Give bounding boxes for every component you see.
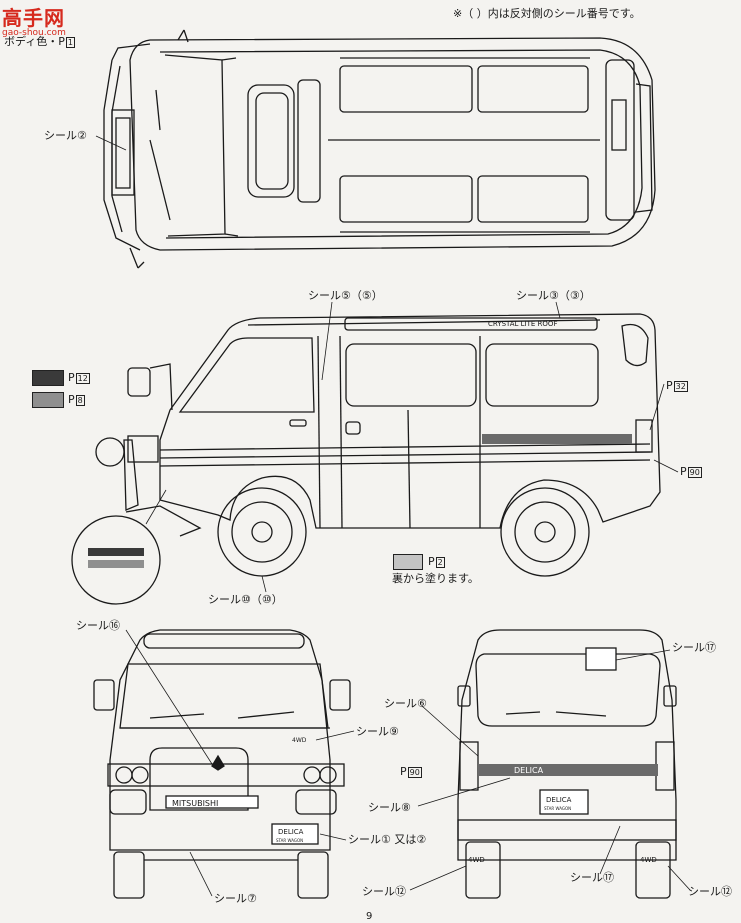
paint-prefix: P [400,765,407,778]
rear-seal-12-left: シール⑫ [362,885,406,898]
legend-swatch-12 [32,370,64,386]
rear-seal-6: シール⑥ [384,697,427,710]
body-color-text: ボディ色・P [4,35,65,48]
rear-mudflap-left: 4WD [468,856,485,864]
rear-plate-sub: STAR WAGON [544,806,571,811]
inner-paint-swatch [393,554,423,570]
watermark-subtext: gao-shou.com [2,28,66,38]
rear-seal-8: シール⑧ [368,801,411,814]
body-color-code: 1 [65,36,75,48]
rear-stripe-text: DELICA [514,766,544,775]
legend-code: 12 [75,372,90,384]
roof-text: CRYSTAL LITE ROOF [488,320,557,328]
header-note: ※（ ）内は反対側のシール番号です。 [453,7,641,20]
paint-prefix: P [428,555,435,568]
rear-mudflap-right: 4WD [640,856,657,864]
side-seal-top-right: シール③（③） [516,289,591,302]
legend-prefix: P [68,393,75,406]
page-number: 9 [366,911,373,922]
paint-code: 90 [687,466,702,478]
front-brand-text: MITSUBISHI [172,799,218,808]
front-seal-bottom: シール⑦ [214,892,257,905]
front-seal-right: シール⑨ [356,725,399,738]
front-seal-plate: シール① 又は② [348,833,427,846]
front-plate-sub: STAR WAGON [276,838,303,843]
side-seal-top-left: シール⑤（⑤） [308,289,383,302]
rear-seal-top-right: シール⑰ [672,641,716,654]
legend-code: 8 [75,394,85,406]
paint-prefix: P [666,379,673,392]
side-seal-wheel: シール⑩（⑩） [208,593,283,606]
rear-plate-text: DELICA [546,796,572,804]
front-4wd-badge: 4WD [292,737,307,744]
top-view-seal-label: シール② [44,129,87,142]
front-seal-top: シール⑯ [76,619,120,632]
paint-code: 2 [435,556,445,568]
paint-code: 32 [673,380,688,392]
rear-seal-17-bottom: シール⑰ [570,871,614,884]
watermark-text: 高手网 [2,6,65,30]
watermark-logo: 高手网 gao-shou.com [2,2,66,38]
paint-prefix: P [680,465,687,478]
legend-swatch-8 [32,392,64,408]
legend-prefix: P [68,371,75,384]
paint-code: 90 [407,766,422,778]
inner-paint-note: 裏から塗ります。 [392,572,479,585]
front-plate-text: DELICA [278,828,304,836]
rear-seal-12-right: シール⑫ [688,885,732,898]
